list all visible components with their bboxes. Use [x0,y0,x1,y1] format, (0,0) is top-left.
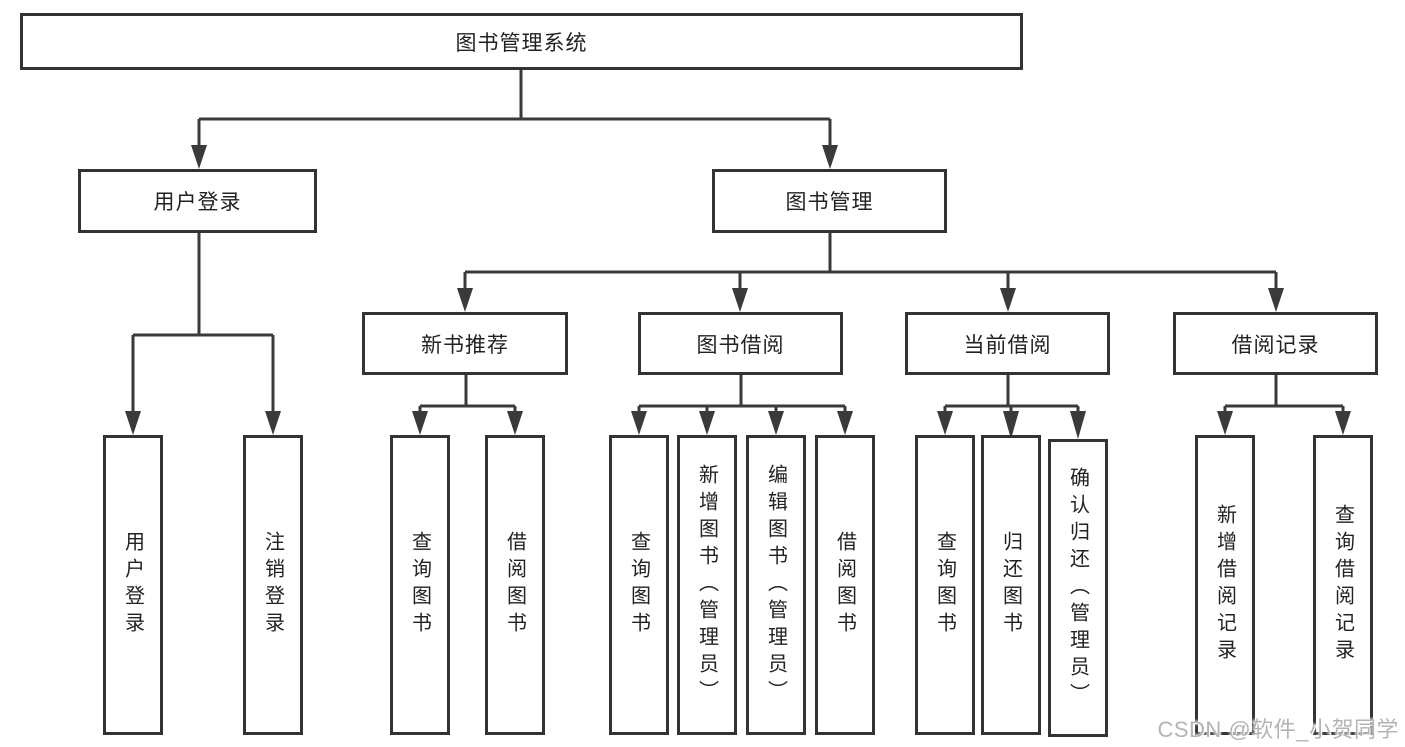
connector-bookmgmt-children [463,233,1278,293]
arrowhead [1335,411,1351,435]
arrowhead [412,411,428,435]
leaf-label: 查询借阅记录 [1331,504,1354,666]
arrowhead [1070,411,1086,439]
node-book-borrow: 图书借阅 [638,312,843,375]
arrowhead [265,411,281,435]
connector-lines [131,70,1345,416]
arrowhead [937,411,953,435]
csdn-watermark: CSDN @软件_小贺同学 [1157,717,1399,742]
node-label: 图书借阅 [696,333,785,357]
arrowhead [1217,411,1233,435]
leaf-label: 查询图书 [933,531,956,639]
leaf-label: 查询图书 [627,531,650,639]
leaf-label: 确认归还（管理员） [1066,466,1089,710]
arrowhead [457,288,473,312]
leaf-user-login: 用户登录 [103,435,163,735]
node-user-login: 用户登录 [78,169,317,233]
node-label: 用户登录 [153,191,242,214]
connector-bookborrow-children [637,375,847,416]
arrowhead [768,411,784,435]
leaf-query-book-recommend: 查询图书 [390,435,450,735]
leaf-query-book-borrow: 查询图书 [609,435,669,735]
node-borrow-records: 借阅记录 [1173,312,1378,375]
leaf-query-borrow-record: 查询借阅记录 [1313,435,1373,735]
connector-userlogin-children [131,233,275,416]
node-current-borrow: 当前借阅 [905,312,1110,375]
leaf-label: 编辑图书（管理员） [764,463,787,707]
arrowhead [732,288,748,312]
arrowhead [191,145,207,169]
node-label: 当前借阅 [963,333,1052,357]
leaf-label: 归还图书 [999,531,1022,639]
leaf-label: 查询图书 [408,531,431,639]
leaf-borrow-book: 借阅图书 [815,435,875,735]
arrowheads [125,145,1351,439]
node-library-management-system: 图书管理系统 [20,13,1023,70]
arrowhead [699,411,715,435]
leaf-label: 借阅图书 [503,531,526,639]
leaf-confirm-return-admin: 确认归还（管理员） [1048,439,1108,737]
arrowhead [631,411,647,435]
leaf-label: 借阅图书 [833,531,856,639]
node-label: 新书推荐 [421,333,509,357]
leaf-label: 新增借阅记录 [1213,504,1236,666]
arrowhead [822,145,838,169]
arrowhead [1268,288,1284,312]
node-book-management: 图书管理 [712,169,947,233]
leaf-query-book-current: 查询图书 [915,435,975,735]
leaf-add-book-admin: 新增图书（管理员） [677,435,737,735]
connector-borrowrecord-children [1223,375,1345,416]
leaf-logout-login: 注销登录 [243,435,303,735]
leaf-label: 注销登录 [261,531,284,639]
node-label: 图书管理系统 [455,31,588,55]
arrowhead [837,411,853,435]
node-label: 借阅记录 [1231,333,1320,357]
leaf-borrow-book-recommend: 借阅图书 [485,435,545,735]
arrowhead [125,411,141,435]
leaf-add-borrow-record: 新增借阅记录 [1195,435,1255,735]
connector-currentborrow-children [943,375,1080,416]
connector-root-to-level2 [197,70,832,150]
node-label: 图书管理 [785,191,874,214]
arrowhead [1003,411,1019,439]
leaf-label: 用户登录 [121,531,144,639]
leaf-return-book: 归还图书 [981,435,1041,735]
connector-newbookrec-children [418,375,517,416]
node-new-book-recommend: 新书推荐 [362,312,568,375]
leaf-label: 新增图书（管理员） [695,463,718,707]
arrowhead [507,411,523,435]
arrowhead [1000,288,1016,312]
leaf-edit-book-admin: 编辑图书（管理员） [746,435,806,735]
